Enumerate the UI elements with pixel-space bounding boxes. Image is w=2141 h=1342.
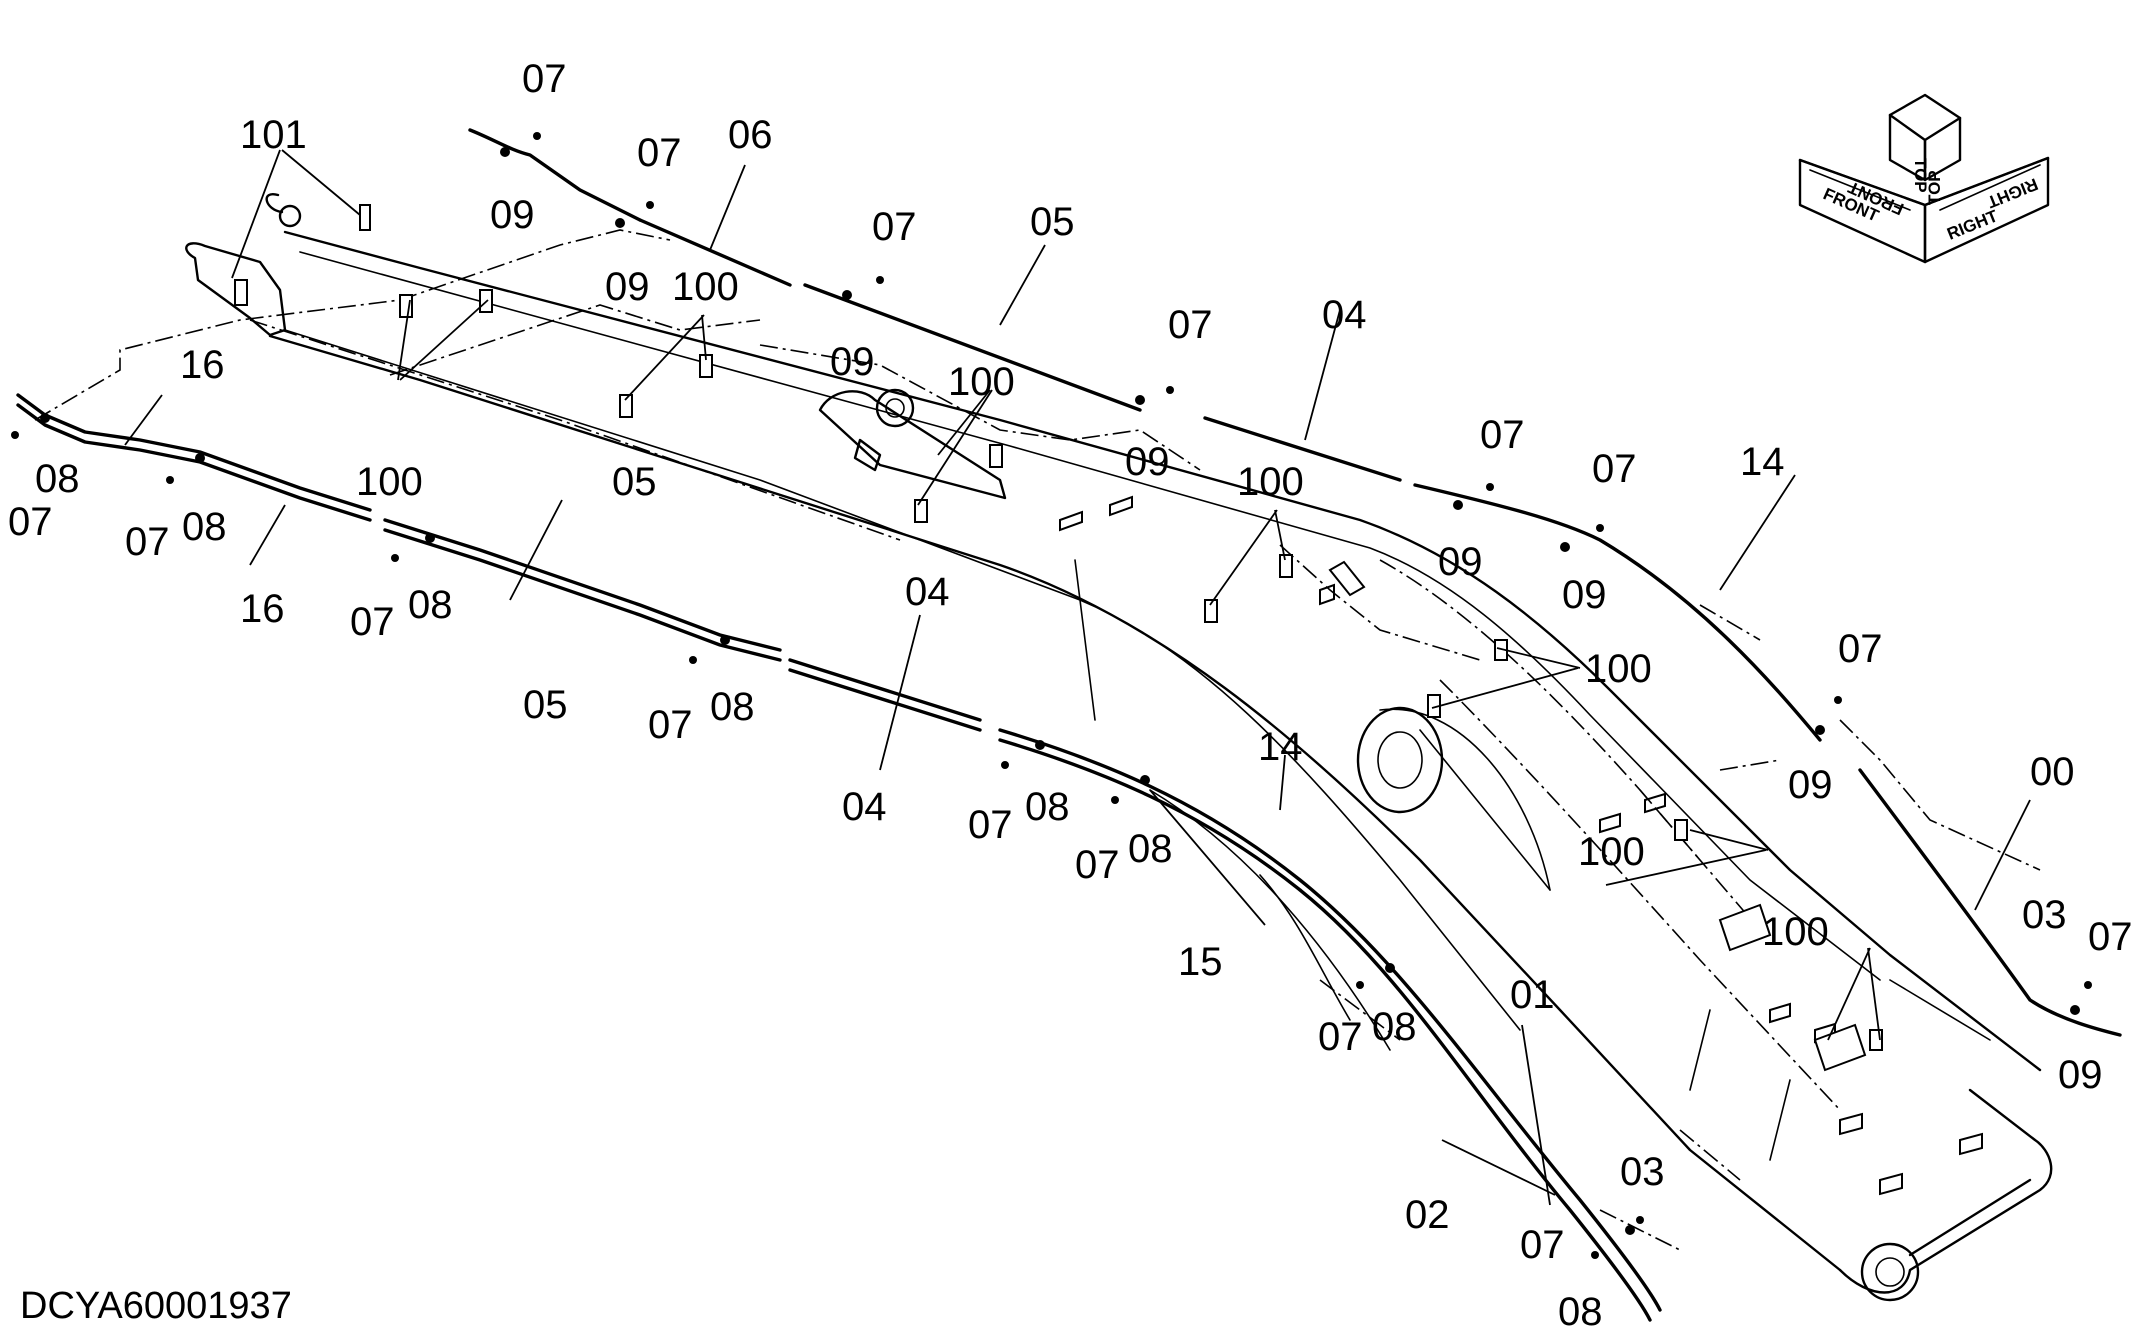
callout-label: 07 xyxy=(1838,627,1883,671)
callout-label: 08 xyxy=(710,685,755,729)
clamp-bolt-markers xyxy=(11,132,2092,1259)
callout-label: 08 xyxy=(1025,785,1070,829)
callout-label: 09 xyxy=(1562,573,1607,617)
callout-label: 100 xyxy=(1578,830,1645,874)
callout-label: 14 xyxy=(1258,725,1303,769)
callout-label: 07 xyxy=(637,131,682,175)
callout-label: 07 xyxy=(968,803,1013,847)
callout-label: 08 xyxy=(408,583,453,627)
callout-label: 100 xyxy=(356,460,423,504)
callout-label: 100 xyxy=(1237,460,1304,504)
callout-label: 08 xyxy=(1128,827,1173,871)
callout-label: 05 xyxy=(1030,200,1075,244)
callout-label: 09 xyxy=(490,193,535,237)
callout-label: 04 xyxy=(905,570,950,614)
callout-label: 16 xyxy=(180,343,225,387)
callout-label: 07 xyxy=(1318,1015,1363,1059)
side-pipe-run xyxy=(16,393,1741,1322)
callout-label: 07 xyxy=(1075,843,1120,887)
callout-label: 03 xyxy=(1620,1150,1665,1194)
callout-label: 08 xyxy=(182,505,227,549)
callout-label: 07 xyxy=(522,57,567,101)
callout-label: 08 xyxy=(1558,1290,1603,1334)
callout-label: 100 xyxy=(948,360,1015,404)
callout-label: 07 xyxy=(1520,1223,1565,1267)
callout-label: 07 xyxy=(1592,447,1637,491)
callout-label: 09 xyxy=(1438,540,1483,584)
callout-label: 07 xyxy=(872,205,917,249)
callout-label: 09 xyxy=(605,265,650,309)
callout-label: 02 xyxy=(1405,1193,1450,1237)
callout-label: 07 xyxy=(8,500,53,544)
callout-label: 05 xyxy=(612,460,657,504)
callout-label: 16 xyxy=(240,587,285,631)
callout-label: 100 xyxy=(1762,910,1829,954)
callout-label: 15 xyxy=(1178,940,1223,984)
callout-label: 09 xyxy=(2058,1053,2103,1097)
orientation-top-label-mirrored: TOP xyxy=(1925,170,1944,205)
callout-label: 07 xyxy=(648,703,693,747)
callout-label: 07 xyxy=(350,600,395,644)
callout-label: 03 xyxy=(2022,893,2067,937)
top-pipe-run xyxy=(34,128,2122,1037)
callout-label: 05 xyxy=(523,683,568,727)
callout-label: 09 xyxy=(1125,440,1170,484)
callout-label: 01 xyxy=(1510,973,1555,1017)
callout-label: 04 xyxy=(842,785,887,829)
callout-label: 07 xyxy=(1168,303,1213,347)
callout-label: 07 xyxy=(2088,915,2133,959)
callout-label: 07 xyxy=(125,520,170,564)
callout-label: 04 xyxy=(1322,293,1367,337)
boom-outline xyxy=(185,193,2053,1302)
drawing-code: DCYA60001937 xyxy=(20,1285,292,1327)
callout-label: 100 xyxy=(1585,647,1652,691)
callout-label: 08 xyxy=(1372,1005,1417,1049)
callout-label: 06 xyxy=(728,113,773,157)
callout-label: 100 xyxy=(672,265,739,309)
orientation-indicator: FRONT FRONT TOP TOP RIGHT RIGHT xyxy=(1798,93,2050,264)
callout-label: 101 xyxy=(240,113,307,157)
callout-label: 09 xyxy=(1788,763,1833,807)
callout-label: 14 xyxy=(1740,440,1785,484)
callout-label: 08 xyxy=(35,457,80,501)
callout-label: 07 xyxy=(1480,413,1525,457)
callout-label: 00 xyxy=(2030,750,2075,794)
callout-labels: 101 07 09 07 06 09 100 07 05 09 07 04 09… xyxy=(8,57,2133,1334)
leader-lines xyxy=(124,149,2031,1206)
callout-label: 09 xyxy=(830,340,875,384)
orientation-top-label: TOP xyxy=(1911,158,1930,193)
